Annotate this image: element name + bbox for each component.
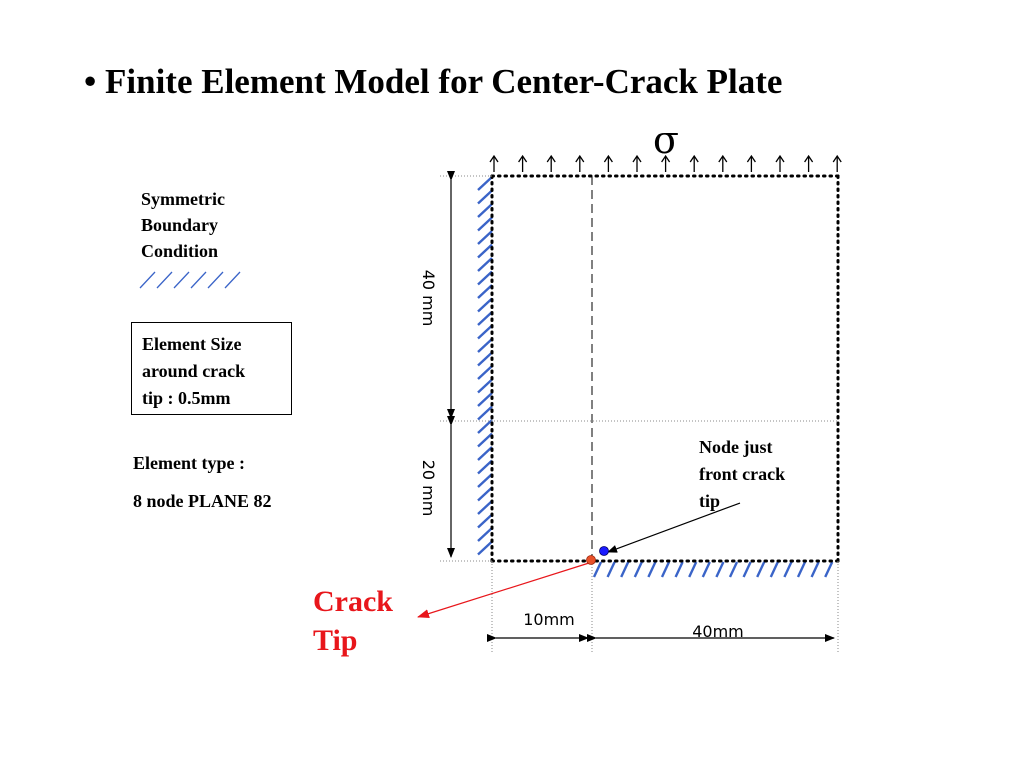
- crack-tip-line-1: Crack: [313, 585, 393, 618]
- hatch-stroke: [660, 561, 671, 578]
- hatch-stroke: [592, 561, 603, 578]
- crack-tip-leader-arrow: [417, 562, 590, 618]
- tension-arrow: [718, 154, 728, 172]
- hatch-stroke: [477, 324, 493, 340]
- hatch-stroke: [477, 500, 493, 515]
- hatch-stroke: [728, 561, 739, 578]
- bottom-symmetric-boundary-hatch: [592, 561, 834, 578]
- hatch-stroke: [477, 243, 493, 259]
- node-note-line-2: front crack: [699, 464, 786, 484]
- hatch-stroke: [796, 561, 807, 578]
- crack-tip-line-2: Tip: [313, 624, 358, 657]
- symmetric-bc-line-1: Symmetric: [141, 189, 225, 209]
- tension-arrow: [832, 154, 842, 172]
- element-type-label: Element type :: [133, 453, 245, 473]
- hatch-stroke: [477, 486, 493, 502]
- hatch-stroke: [477, 459, 493, 475]
- symmetric-bc-legend: Symmetric Boundary Condition: [141, 186, 225, 264]
- hatch-stroke: [477, 176, 493, 191]
- hatch-stroke: [477, 203, 493, 218]
- dim-label-40mm: 40 mm: [419, 270, 438, 327]
- crack-tip-marker: [586, 555, 596, 565]
- model-outline: [490, 174, 840, 563]
- node-marker: [599, 546, 609, 556]
- hatch-stroke: [477, 284, 493, 299]
- symmetric-bc-line-2: Boundary: [141, 215, 219, 235]
- hatch-stroke: [477, 405, 493, 421]
- tension-arrow: [603, 154, 613, 172]
- hatch-stroke: [477, 432, 493, 448]
- element-size-line-2: around crack: [142, 361, 246, 381]
- hatch-stroke: [810, 561, 820, 578]
- element-size-line-3: tip : 0.5mm: [142, 388, 231, 408]
- hatch-stroke: [824, 561, 834, 578]
- hatch-stroke: [606, 561, 616, 578]
- hatch-stroke: [674, 561, 684, 578]
- tension-arrow: [804, 154, 814, 172]
- hatch-stroke: [477, 473, 493, 488]
- dim-label-20mm: 20 mm: [419, 460, 438, 517]
- tension-arrow: [775, 154, 785, 172]
- hatch-stroke: [477, 527, 493, 542]
- hatch-stroke: [715, 561, 725, 578]
- hatch-stroke: [783, 561, 793, 578]
- hatch-stroke: [688, 561, 698, 578]
- element-size-box: Element Size around crack tip : 0.5mm: [131, 322, 292, 415]
- hatch-stroke: [477, 351, 493, 367]
- hatch-stroke: [477, 216, 493, 232]
- hatch-stroke: [477, 446, 493, 461]
- hatch-stroke: [477, 378, 493, 394]
- element-type-value: 8 node PLANE 82: [133, 491, 272, 511]
- left-symmetric-boundary-hatch: [477, 176, 493, 556]
- hatch-stroke: [477, 365, 493, 380]
- tension-arrow: [518, 154, 528, 172]
- node-note-line-3: tip: [699, 491, 721, 511]
- crack-tip-label: Crack Tip: [313, 582, 393, 660]
- hatch-stroke: [477, 419, 493, 434]
- hatch-stroke: [633, 561, 643, 578]
- hatch-stroke: [477, 270, 493, 286]
- tension-arrow: [632, 154, 642, 172]
- dim-label-40mm-horizontal: 40mm: [692, 622, 744, 641]
- hatch-stroke: [477, 338, 493, 353]
- element-size-line-1: Element Size: [142, 334, 242, 354]
- hatch-stroke: [477, 311, 493, 326]
- node-note-line-1: Node just: [699, 437, 773, 457]
- hatch-stroke: [477, 297, 493, 313]
- hatch-legend-sample: [139, 271, 241, 289]
- tension-arrow: [575, 154, 585, 172]
- sigma-symbol: σ: [653, 118, 679, 162]
- tension-arrows: [489, 154, 842, 172]
- hatch-stroke: [769, 561, 779, 578]
- tension-arrow: [661, 154, 671, 172]
- tension-arrow: [546, 154, 556, 172]
- dim-label-10mm: 10mm: [523, 610, 575, 629]
- hatch-stroke: [620, 561, 630, 578]
- node-leader-arrow: [607, 502, 741, 553]
- hatch-stroke: [647, 561, 657, 578]
- hatch-stroke: [477, 257, 493, 272]
- node-note: Node just front crack tip: [699, 434, 829, 515]
- hatch-stroke: [756, 561, 766, 578]
- hatch-stroke: [477, 392, 493, 407]
- hatch-stroke: [477, 540, 493, 556]
- hatch-stroke: [477, 189, 493, 205]
- tension-arrow: [689, 154, 699, 172]
- symmetric-bc-line-3: Condition: [141, 241, 219, 261]
- hatch-stroke: [477, 513, 493, 529]
- hatch-stroke: [742, 561, 752, 578]
- slide-title: • Finite Element Model for Center-Crack …: [84, 62, 783, 101]
- hatch-stroke: [701, 561, 711, 578]
- hatch-stroke: [477, 230, 493, 245]
- tension-arrow: [489, 154, 499, 172]
- tension-arrow: [746, 154, 756, 172]
